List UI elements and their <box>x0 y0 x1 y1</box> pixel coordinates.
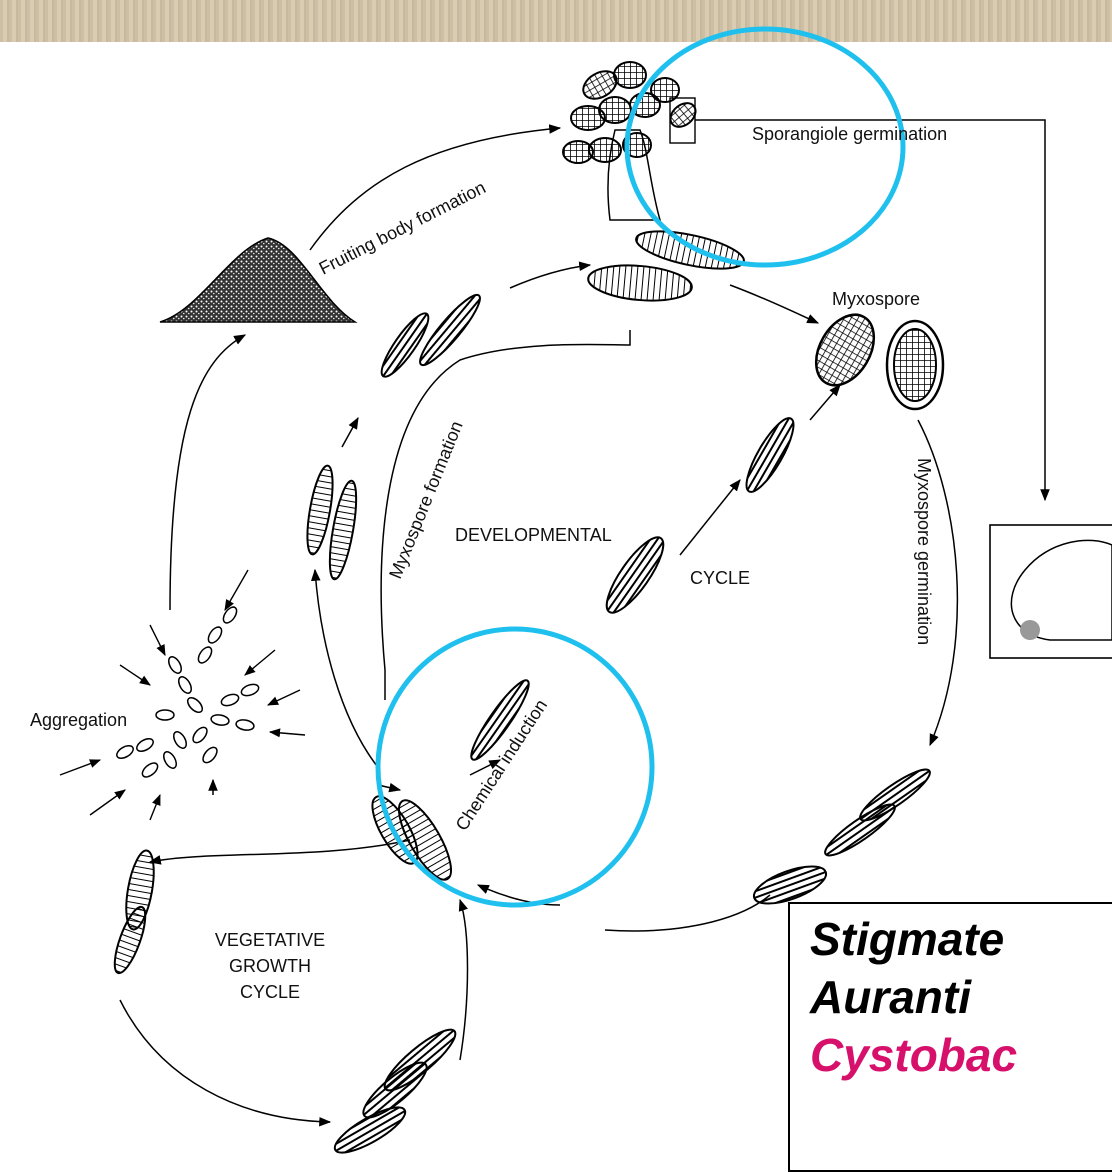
caption-line-1: Stigmate <box>810 910 1112 968</box>
label-myxospore-germination: Myxospore germination <box>914 458 934 645</box>
arrow-rods-to-spore <box>510 265 590 288</box>
highlight-circle-sporangiole <box>627 29 903 265</box>
arrow-to-myxospore <box>730 285 818 323</box>
label-fruiting-body-formation: Fruiting body formation <box>316 177 489 278</box>
label-vegetative: VEGETATIVE <box>215 930 325 950</box>
label-growth: GROWTH <box>229 956 311 976</box>
aggregation-cells <box>115 605 260 780</box>
genus-caption-box: Stigmate Auranti Cystobac <box>788 902 1112 1172</box>
arrow-veg-right <box>460 900 468 1060</box>
label-myxospore: Myxospore <box>832 289 920 309</box>
arrow-veg-top <box>150 840 410 862</box>
caption-line-3: Cystobac <box>810 1026 1112 1084</box>
fruiting-body-tree <box>563 62 700 220</box>
arrow-up-left <box>315 570 380 770</box>
arrow-fruiting-body <box>310 128 560 250</box>
arrow-aggregation-to-mound <box>170 335 245 610</box>
label-sporangiole-germination: Sporangiole germination <box>752 124 947 144</box>
label-myxospore-formation: Myxospore formation <box>385 418 467 581</box>
label-cycle: CYCLE <box>690 568 750 588</box>
sporangiole-line <box>695 120 1045 500</box>
caption-line-2: Auranti <box>810 968 1112 1026</box>
myxospores <box>804 305 943 409</box>
label-aggregation: Aggregation <box>30 710 127 730</box>
arrow-lower-right <box>605 895 770 931</box>
label-veg-cycle: CYCLE <box>240 982 300 1002</box>
label-developmental: DEVELOPMENTAL <box>455 525 612 545</box>
aggregation-arrows <box>60 570 305 820</box>
highlight-circle-chemical <box>378 629 652 905</box>
arrow-veg-bottom <box>120 1000 330 1122</box>
germination-inset <box>990 525 1112 658</box>
fruiting-mound <box>160 238 355 322</box>
